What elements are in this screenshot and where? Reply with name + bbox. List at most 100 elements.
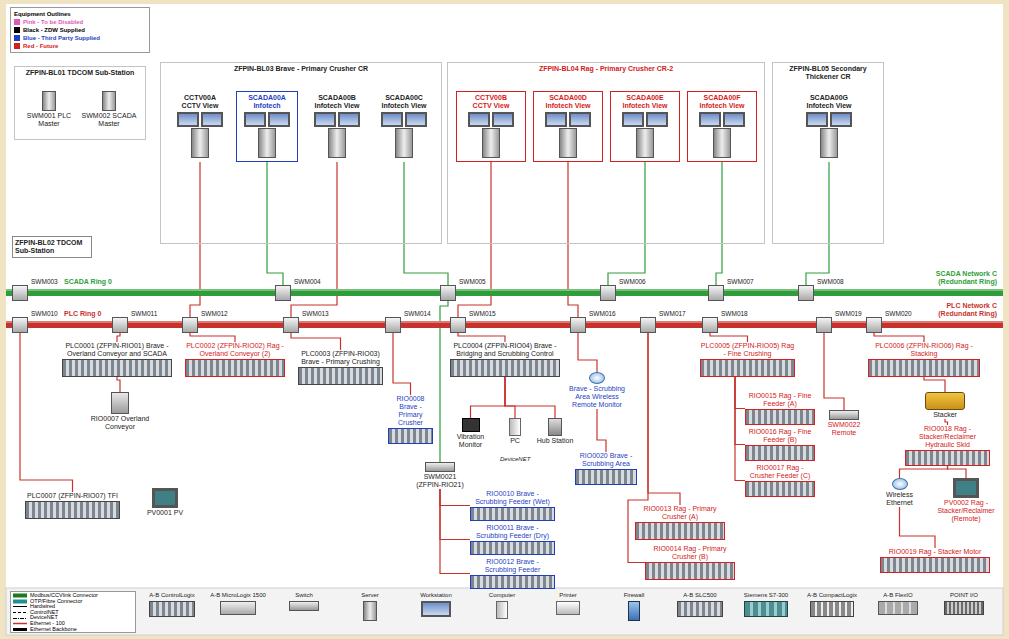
equipment-icon — [149, 601, 195, 617]
device-label: SWM0021 (ZFPIN-RIO21) — [415, 473, 465, 489]
workstation-label: Infotech View — [536, 102, 600, 110]
switch-label: SWM018 — [721, 310, 748, 318]
network-switch: SWM012 — [182, 317, 198, 333]
plc-rack-box: RIO0008 Brave - Primary Crusher — [388, 395, 433, 444]
workstation-label: SCADA00D — [536, 94, 600, 102]
switch-label: SWM017 — [659, 310, 686, 318]
equipment-icon — [363, 601, 377, 621]
equipment-label: Siemens S7-300 — [734, 592, 798, 599]
line-sample-stroke — [13, 623, 27, 625]
switch-label: SWM006 — [619, 278, 646, 286]
network-note: DeviceNET — [500, 456, 530, 463]
equipment-key: A-B MicroLogix 1500 — [206, 592, 270, 616]
field-device: RIO0007 Overland Conveyor — [90, 392, 150, 431]
monitor — [545, 112, 567, 127]
equipment-strip — [6, 588, 1003, 635]
group-title: ZFPIN-BL04 Rag - Primary Crusher CR-2 — [448, 63, 764, 73]
legend-text: Black - ZDW Supplied — [23, 26, 85, 34]
legend-swatch — [14, 27, 20, 33]
device-icon — [925, 392, 965, 410]
plc-chassis — [470, 541, 555, 555]
hmi-panel: PV0002 Rag - Stacker/Reclaimer (Remote) — [935, 478, 997, 523]
workstation-tower — [713, 128, 731, 158]
switch-label: SWM004 — [294, 278, 321, 286]
network-ring: SCADA Ring 0SCADA Network C (Redundant R… — [6, 268, 1003, 296]
network-switch: SWM018 — [702, 317, 718, 333]
switch-label: SWM012 — [201, 310, 228, 318]
monitor — [468, 112, 490, 127]
device-label: Vibration Monitor — [448, 433, 493, 449]
equipment-key: Firewall — [602, 592, 666, 622]
rack-label: PLC0002 (ZFPIN-RIO02) Rag - Overland Con… — [185, 342, 285, 358]
network-link — [440, 489, 470, 574]
group-title: ZFPIN-BL03 Brave - Primary Crusher CR — [161, 63, 441, 73]
equipment-icon — [628, 601, 640, 621]
monitor — [244, 112, 266, 127]
network-link — [117, 333, 120, 342]
monitor — [268, 112, 290, 127]
equipment-icon — [556, 601, 580, 615]
switch-label: SWM016 — [589, 310, 616, 318]
plc-rack-box: RIO0011 Brave - Scrubbing Feeder (Dry) — [470, 524, 555, 555]
device-icon — [111, 392, 129, 414]
network-link — [597, 409, 606, 452]
rack-label: RIO0019 Rag - Stacker Motor — [880, 548, 990, 556]
network-link — [267, 162, 283, 285]
equipment-label: Server — [338, 592, 402, 599]
plc-chassis — [635, 522, 725, 540]
device-label: SWM001 PLC Master — [21, 112, 77, 128]
switch-label: SWM020 — [885, 310, 912, 318]
network-link — [608, 162, 645, 285]
field-device: Wireless Ethernet — [872, 478, 927, 507]
equipment-key: POINT I/O — [932, 592, 996, 616]
equipment-key: Computer — [470, 592, 534, 620]
monitor — [492, 112, 514, 127]
switch-label: SWM005 — [459, 278, 486, 286]
rack-label: RIO0013 Rag - Primary Crusher (A) — [635, 505, 725, 521]
plc-chassis — [880, 557, 990, 573]
monitor-pair — [459, 112, 523, 127]
equipment-label: A-B CompactLogix — [800, 592, 864, 599]
equipment-key: Siemens S7-300 — [734, 592, 798, 618]
field-device: SWM0022 Remote — [824, 410, 864, 437]
network-link — [578, 333, 597, 372]
switch-label: SWM011 — [131, 310, 157, 318]
network-switch: SWM016 — [570, 317, 586, 333]
switch-label: SWM019 — [835, 310, 862, 318]
rack-label: PLC0006 (ZFPIN-RIO06) Rag - Stacking — [868, 342, 980, 358]
line-sample — [13, 627, 27, 632]
plc-chassis — [905, 450, 990, 466]
equipment-icon — [810, 601, 854, 617]
monitor — [405, 112, 427, 127]
plc-rack-box: RIO0017 Rag - Crusher Feeder (C) — [745, 464, 815, 497]
plc-chassis — [185, 359, 285, 377]
plc-rack-box: PLC0003 (ZFPIN-RIO03) Brave - Primary Cr… — [298, 350, 383, 385]
workstation-label: Infotech — [239, 102, 295, 110]
equipment-key: A-B FlexIO — [866, 592, 930, 616]
workstation-tower — [559, 128, 577, 158]
network-link — [393, 333, 411, 395]
ring-label: SCADA Ring 0 — [64, 278, 112, 286]
monitor — [201, 112, 223, 127]
hmi-panel: PV0001 PV — [130, 488, 200, 517]
plc-chassis — [298, 367, 383, 385]
legend-row: Blue - Third Party Supplied — [14, 34, 146, 42]
ring-label: PLC Network C (Redundant Ring) — [915, 302, 997, 318]
rack-label: RIO0012 Brave - Scrubbing Feeder — [470, 558, 555, 574]
panel-ground — [6, 4, 1003, 635]
plc-rack-box: PLC0007 (ZFPIN-RIO07) TFI — [25, 492, 120, 519]
plc-rack-box: RIO0020 Brave - Scrubbing Area — [575, 452, 637, 485]
plc-rack-box: RIO0010 Brave - Scrubbing Feeder (Wet) — [470, 490, 555, 521]
legend-text: Pink - To be Disabled — [23, 18, 83, 26]
field-device: PC — [500, 418, 530, 445]
device-icon — [829, 410, 859, 420]
ring-bar — [6, 289, 1003, 296]
line-sample — [13, 610, 27, 615]
plc-rack-box: PLC0002 (ZFPIN-RIO02) Rag - Overland Con… — [185, 342, 285, 377]
network-link — [900, 507, 936, 548]
device-label: PV0002 Rag - Stacker/Reclaimer (Remote) — [935, 499, 997, 523]
workstation: SCADA00FInfotech View — [687, 91, 757, 162]
device-label: Brave - Scrubbing Area Wireless Remote M… — [562, 385, 632, 409]
device-label: PV0001 PV — [130, 509, 200, 517]
workstation-label: CCTV00B — [459, 94, 523, 102]
